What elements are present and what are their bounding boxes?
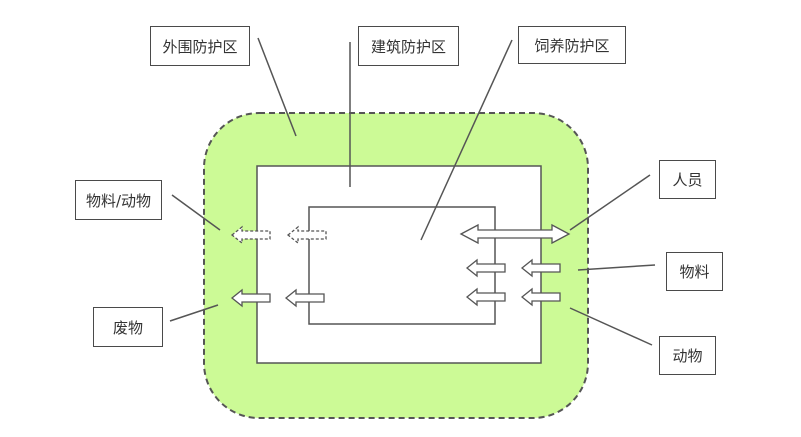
label-outer-zone: 外围防护区 bbox=[150, 26, 250, 66]
label-personnel: 人员 bbox=[659, 160, 716, 199]
leader-personnel bbox=[569, 174, 651, 231]
label-feeding-zone: 饲养防护区 bbox=[518, 26, 626, 64]
leader-feeding bbox=[420, 39, 513, 241]
label-material: 物料 bbox=[666, 252, 723, 291]
label-building-zone: 建筑防护区 bbox=[358, 26, 459, 66]
feeding-protection-zone bbox=[308, 206, 496, 325]
label-animal: 动物 bbox=[659, 336, 716, 375]
leader-lines bbox=[169, 37, 656, 346]
label-waste: 废物 bbox=[93, 307, 163, 347]
label-material-animal: 物料/动物 bbox=[75, 180, 162, 220]
leader-outer bbox=[257, 37, 297, 137]
leader-in-out-left bbox=[171, 194, 221, 231]
leader-animal bbox=[569, 307, 653, 346]
leader-waste bbox=[169, 304, 219, 322]
personnel-double-arrow bbox=[459, 223, 571, 245]
leader-material bbox=[577, 264, 656, 271]
